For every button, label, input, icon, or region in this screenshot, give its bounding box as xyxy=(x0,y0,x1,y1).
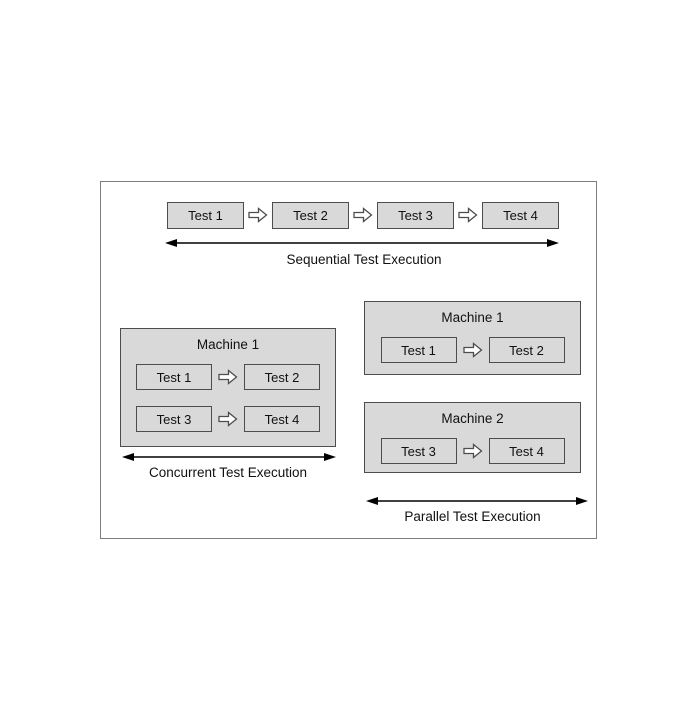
test-box: Test 3 xyxy=(136,406,212,432)
flow-arrow-icon xyxy=(462,342,483,358)
machine-row: Test 1 Test 2 xyxy=(121,364,335,390)
test-box: Test 1 xyxy=(167,201,244,229)
sequential-label: Sequential Test Execution xyxy=(286,252,442,267)
double-arrow-icon xyxy=(122,453,336,461)
test-box: Test 2 xyxy=(272,201,349,229)
parallel-label: Parallel Test Execution xyxy=(404,509,541,524)
test-box: Test 2 xyxy=(488,337,565,363)
sequential-row: Test 1 Test 2 Test 3 Test 4 xyxy=(167,201,561,229)
parallel-machine-2-box: Machine 2 Test 3 Test 4 xyxy=(364,402,581,473)
test-box: Test 3 xyxy=(377,201,454,229)
machine-row: Test 3 Test 4 xyxy=(365,438,580,464)
flow-arrow-icon xyxy=(462,443,483,459)
test-box: Test 3 xyxy=(380,438,457,464)
flow-arrow-icon xyxy=(218,411,238,427)
flow-arrow-icon xyxy=(458,207,478,223)
test-box: Test 1 xyxy=(136,364,212,390)
concurrent-label: Concurrent Test Execution xyxy=(148,465,308,480)
flow-arrow-icon xyxy=(353,207,373,223)
machine-title: Machine 1 xyxy=(196,337,260,352)
diagram-frame: Test 1 Test 2 Test 3 Test 4 Sequential T… xyxy=(100,181,597,539)
test-box: Test 4 xyxy=(488,438,565,464)
flow-arrow-icon xyxy=(248,207,268,223)
test-box: Test 1 xyxy=(380,337,457,363)
double-arrow-icon xyxy=(366,497,588,505)
double-arrow-icon xyxy=(165,239,559,247)
machine-row: Test 1 Test 2 xyxy=(365,337,580,363)
test-box: Test 4 xyxy=(482,201,559,229)
parallel-machine-1-box: Machine 1 Test 1 Test 2 xyxy=(364,301,581,375)
machine-title: Machine 2 xyxy=(441,411,504,426)
test-box: Test 2 xyxy=(244,364,320,390)
test-box: Test 4 xyxy=(244,406,320,432)
flow-arrow-icon xyxy=(218,369,238,385)
machine-row: Test 3 Test 4 xyxy=(121,406,335,432)
machine-title: Machine 1 xyxy=(441,310,504,325)
concurrent-machine-box: Machine 1 Test 1 Test 2 Test 3 Test 4 xyxy=(120,328,336,447)
